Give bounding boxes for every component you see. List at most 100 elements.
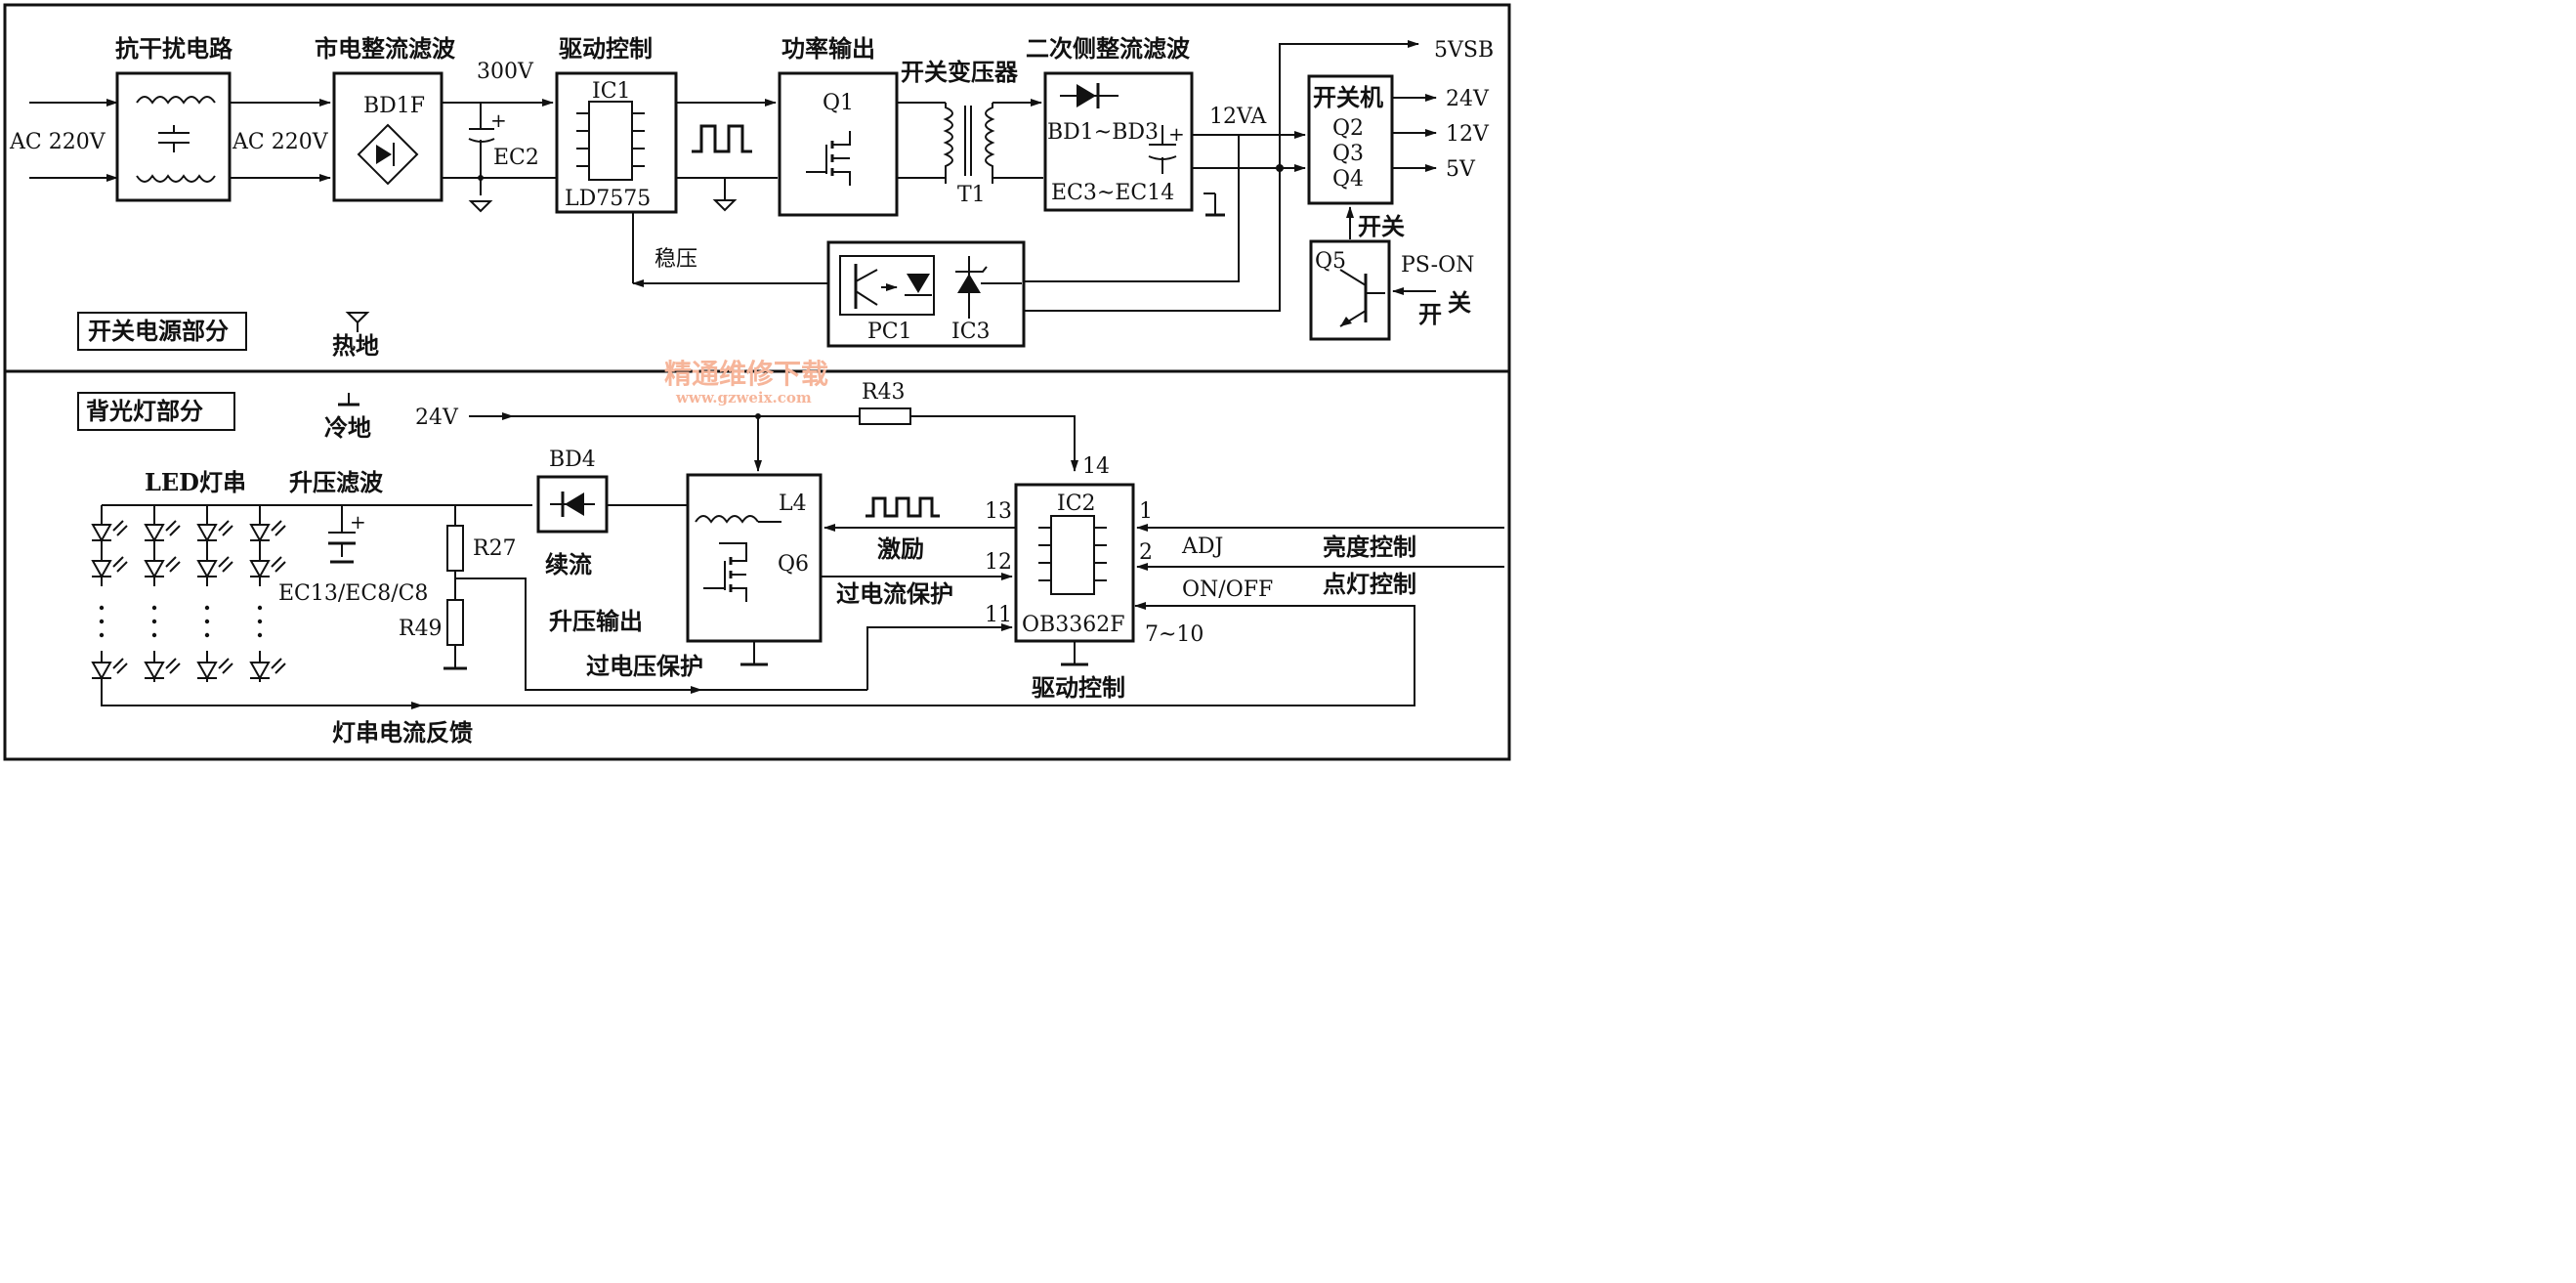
q3-label: Q3 <box>1332 142 1364 166</box>
ovp-label: 过电压保护 <box>586 652 703 680</box>
mosfet-q6-icon <box>703 542 747 602</box>
continuation-dot <box>257 619 263 624</box>
feedback-sense-line <box>1024 135 1240 282</box>
bridge-diode-icon <box>357 123 419 186</box>
ec-range-label: EC3~EC14 <box>1051 181 1174 205</box>
optocoupler-pc1-icon <box>839 255 935 316</box>
boost-box <box>686 473 823 643</box>
svg-text:+: + <box>350 510 366 534</box>
ec-bottom-label: EC13/EC8/C8 <box>278 581 428 606</box>
v300-label: 300V <box>477 60 534 84</box>
continuation-dot <box>99 605 105 611</box>
out-5vsb: 5VSB <box>1434 38 1494 63</box>
led-icon <box>249 556 286 579</box>
continuation-dot <box>204 632 210 638</box>
bottom-section-label-box <box>77 392 235 431</box>
ec2-label: EC2 <box>493 146 539 170</box>
led-icon <box>144 658 181 681</box>
r49-resistor <box>446 599 464 646</box>
secondary-capacitor: + <box>1148 122 1185 174</box>
inductor-l4-icon <box>695 515 759 524</box>
ic1-chip-label: LD7575 <box>565 187 651 211</box>
current-feedback-label: 灯串电流反馈 <box>332 718 473 747</box>
ic2-label: IC2 <box>1057 492 1096 516</box>
led-icon <box>91 658 128 681</box>
r27-label: R27 <box>473 536 517 561</box>
ac-input-label: AC 220V <box>9 130 106 154</box>
brightness-label: 亮度控制 <box>1323 533 1416 561</box>
r27-resistor <box>446 525 464 572</box>
ps-on-label: PS-ON <box>1401 253 1474 278</box>
led-icon <box>196 658 233 681</box>
bottom-section-label: 背光灯部分 <box>86 397 203 425</box>
switch-box <box>1307 74 1394 205</box>
out-12v: 12V <box>1446 122 1490 147</box>
cold-ground-small-icon <box>1204 192 1225 217</box>
led-icon <box>91 520 128 543</box>
pin-12: 12 <box>985 550 1012 575</box>
diode-icon <box>1060 83 1119 108</box>
boost-out-label: 升压输出 <box>549 607 643 635</box>
pin-14: 14 <box>1082 454 1110 479</box>
led-icon <box>249 520 286 543</box>
rectifier-part: BD1F <box>363 94 425 118</box>
led-icon <box>196 520 233 543</box>
continuation-dot <box>204 605 210 611</box>
led-icon <box>144 520 181 543</box>
emi-title: 抗干扰电路 <box>115 34 233 63</box>
pwm-waveform-icon <box>692 124 752 153</box>
ic3-regulator-icon <box>955 256 1022 319</box>
ic2-chip-label: OB3362F <box>1022 613 1124 637</box>
boost-filter-label: 升压滤波 <box>289 468 384 496</box>
ic2-chip-icon <box>1038 515 1107 595</box>
driver-box <box>555 71 678 214</box>
block-diagram: AC 220V 抗干扰电路 AC 220V 市电整流滤波 BD1F 300V +… <box>3 3 1511 761</box>
v24-label: 24V <box>415 406 459 430</box>
hot-ground-label: 热地 <box>332 331 379 360</box>
continuation-dot <box>257 632 263 638</box>
svg-text:+: + <box>490 108 507 132</box>
light-control-label: 点灯控制 <box>1323 570 1416 598</box>
top-section-label: 开关电源部分 <box>88 317 229 345</box>
ps-on-open: 开 <box>1418 300 1442 328</box>
led-icon <box>91 556 128 579</box>
ic3-label: IC3 <box>951 320 991 344</box>
ec2-capacitor: + <box>468 103 507 213</box>
q6-label: Q6 <box>778 552 809 577</box>
continuation-dot <box>151 619 157 624</box>
q2-label: Q2 <box>1332 116 1364 141</box>
v12va-label: 12VA <box>1209 105 1267 129</box>
t1-label: T1 <box>957 183 986 207</box>
bd-range-label: BD1~BD3 <box>1047 120 1159 145</box>
pin-1: 1 <box>1139 499 1153 524</box>
q4-label: Q4 <box>1332 167 1364 192</box>
hot-ground-symbol <box>345 312 370 324</box>
freewheel-label: 续流 <box>545 550 592 578</box>
led-icon <box>196 556 233 579</box>
excite-label: 激励 <box>877 535 924 563</box>
emi-choke-symbol <box>136 96 216 183</box>
outer-frame <box>3 3 1511 761</box>
watermark-url: www.gzweix.com <box>675 389 812 406</box>
onoff-label: ON/OFF <box>1182 577 1273 602</box>
ac-input: AC 220V <box>9 99 118 182</box>
excite-waveform-icon <box>866 496 940 518</box>
bd4-label: BD4 <box>549 448 596 472</box>
power-title: 功率输出 <box>781 34 875 63</box>
led-icon <box>249 658 286 681</box>
rectifier-title: 市电整流滤波 <box>315 34 456 63</box>
continuation-dot <box>151 632 157 638</box>
feedback-ref-line <box>1024 168 1281 312</box>
regulation-label: 稳压 <box>655 247 697 272</box>
current-feedback-line <box>422 602 1415 706</box>
ps-on-close: 关 <box>1448 288 1471 317</box>
r43-label: R43 <box>862 380 906 405</box>
l4-label: L4 <box>779 492 807 516</box>
top-section-label-box <box>77 312 247 351</box>
boost-filter-capacitor: + <box>328 505 366 564</box>
out-24v: 24V <box>1446 87 1490 111</box>
switch-title: 开关机 <box>1313 83 1383 111</box>
pin-2: 2 <box>1139 540 1153 565</box>
secondary-title: 二次侧整流滤波 <box>1026 34 1191 63</box>
led-icon <box>144 556 181 579</box>
